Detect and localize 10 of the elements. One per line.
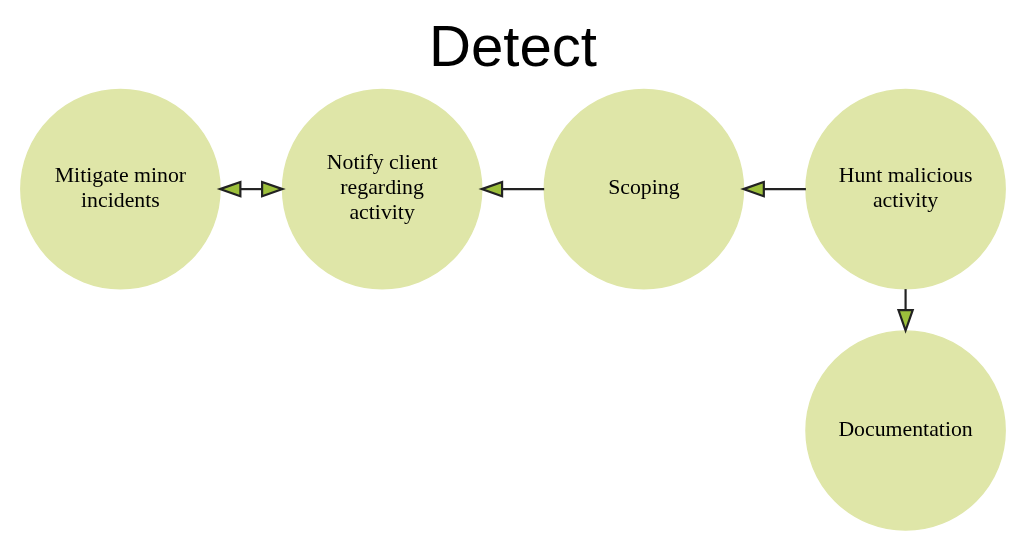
- arrow: [896, 289, 914, 334]
- arrow: [216, 180, 286, 198]
- diagram-title: Detect: [428, 13, 597, 79]
- arrow: [739, 180, 806, 198]
- node-circle: Mitigate minor incidents: [19, 88, 221, 290]
- node-circle: Hunt malicious activity: [804, 88, 1006, 290]
- node-circle: Documentation: [804, 330, 1006, 531]
- node-circle: Notify client regarding activity: [281, 88, 482, 290]
- node-circle: Scoping: [543, 88, 744, 290]
- arrow: [477, 180, 544, 198]
